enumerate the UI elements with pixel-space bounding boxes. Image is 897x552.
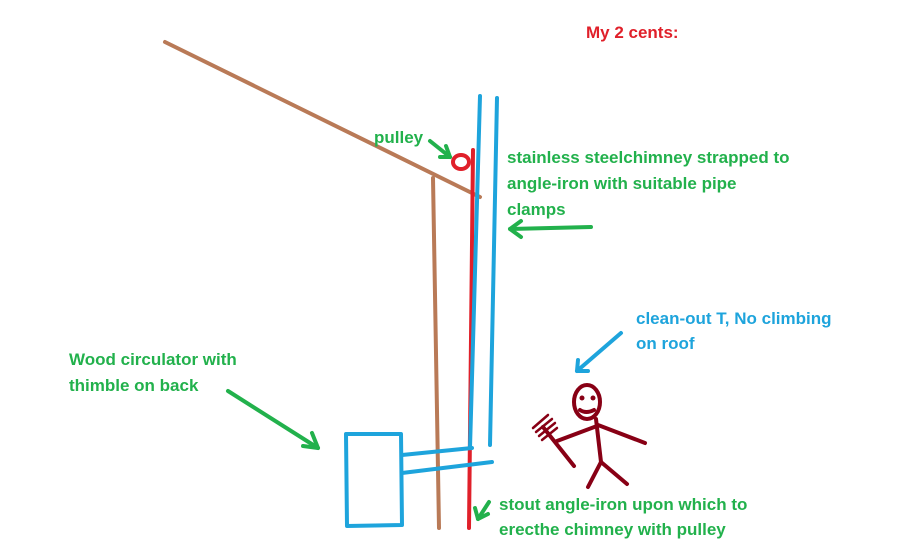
clean-out-tee	[400, 446, 474, 457]
chimney-label-line3: clamps	[507, 200, 566, 219]
angle-iron-label-line1: stout angle-iron upon which to	[499, 495, 748, 514]
title-label: My 2 cents:	[586, 23, 679, 42]
brush-bristles-icon	[531, 413, 559, 442]
cleanout-label-line1: clean-out T, No climbing	[636, 309, 832, 328]
cleanout-label-line2: on roof	[636, 334, 695, 353]
cleanout-arrow-icon	[575, 331, 623, 373]
roof-line	[163, 40, 482, 199]
chimney-label-line1: stainless steelchimney strapped to	[507, 148, 790, 167]
pulley-label: pulley	[374, 128, 424, 147]
brush-handle	[541, 425, 576, 468]
wood-circulator-stove	[344, 432, 404, 528]
stove-arrow-icon	[226, 389, 320, 450]
stove-pipe	[400, 460, 494, 475]
angle-iron-label-line2: erecthe chimney with pulley	[499, 520, 726, 539]
pulley-arrow-icon	[428, 139, 452, 159]
angle-iron-arrow-icon	[473, 500, 491, 521]
chimney-arrow-icon	[508, 219, 593, 239]
pulley-icon	[451, 153, 471, 171]
figure-head	[572, 383, 602, 421]
stove-label-line2: thimble on back	[69, 376, 199, 395]
chimney-label-line2: angle-iron with suitable pipe	[507, 174, 737, 193]
figure-left-arm	[555, 424, 599, 443]
chimney-right-wall	[488, 96, 499, 447]
figure-left-leg	[586, 460, 603, 489]
stick-figure-sweep	[531, 383, 647, 489]
wall-post	[431, 176, 441, 530]
chimney-left-wall	[468, 94, 482, 450]
stove-label-line1: Wood circulator with	[69, 350, 237, 369]
figure-right-leg	[599, 460, 629, 486]
figure-right-arm	[596, 423, 647, 445]
